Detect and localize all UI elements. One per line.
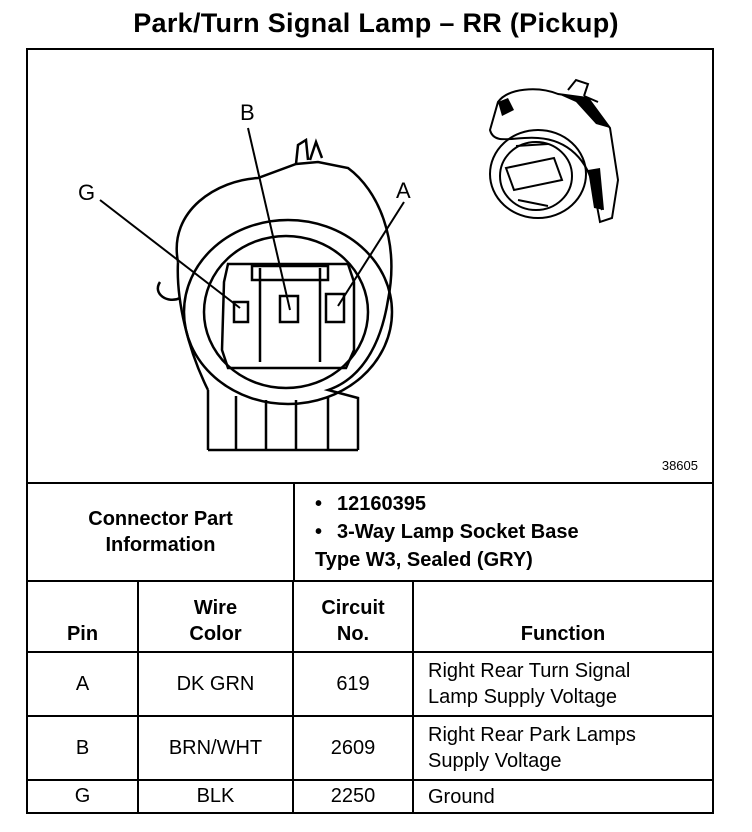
circuit-cell: 2609: [292, 715, 414, 781]
pin-cell: B: [28, 715, 139, 781]
connector-part-label-cell: Connector Part Information: [28, 482, 295, 580]
page-title: Park/Turn Signal Lamp – RR (Pickup): [133, 8, 619, 38]
connector-figure: B G A 38605: [28, 50, 712, 482]
connector-part-label-line1: Connector Part: [88, 508, 233, 530]
header-pin: Pin: [28, 580, 139, 653]
socket-shading: [498, 94, 610, 210]
header-function: Function: [412, 580, 712, 653]
pin-cell: A: [28, 651, 139, 717]
connector-body: [156, 137, 394, 452]
circuit-cell: 619: [292, 651, 414, 717]
pin-label-b: B: [240, 100, 255, 125]
wire-color-cell: DK GRN: [137, 651, 294, 717]
connector-drawing: [99, 78, 620, 452]
pin-label-a: A: [396, 178, 411, 203]
connector-sheet: B G A 38605 Connector Part Information 1…: [26, 48, 714, 814]
wire-color-cell: BRN/WHT: [137, 715, 294, 781]
pin-cell: G: [28, 779, 139, 812]
pin-label-g: G: [78, 180, 96, 205]
connector-part-label-line2: Information: [105, 534, 216, 556]
connector-part-info-table: Connector Part Information 12160395 3-Wa…: [28, 482, 712, 580]
leader-line-a: [337, 201, 405, 307]
terminal-a: [324, 292, 346, 324]
part-number: 12160395: [315, 490, 712, 518]
circuit-cell: 2250: [292, 779, 414, 812]
figure-id: 38605: [661, 458, 698, 473]
function-cell: Ground: [412, 779, 712, 812]
leader-line-g: [99, 199, 241, 309]
wire-color-cell: BLK: [137, 779, 294, 812]
leader-line-b: [247, 127, 291, 311]
table-row: G BLK 2250 Ground: [28, 779, 712, 812]
